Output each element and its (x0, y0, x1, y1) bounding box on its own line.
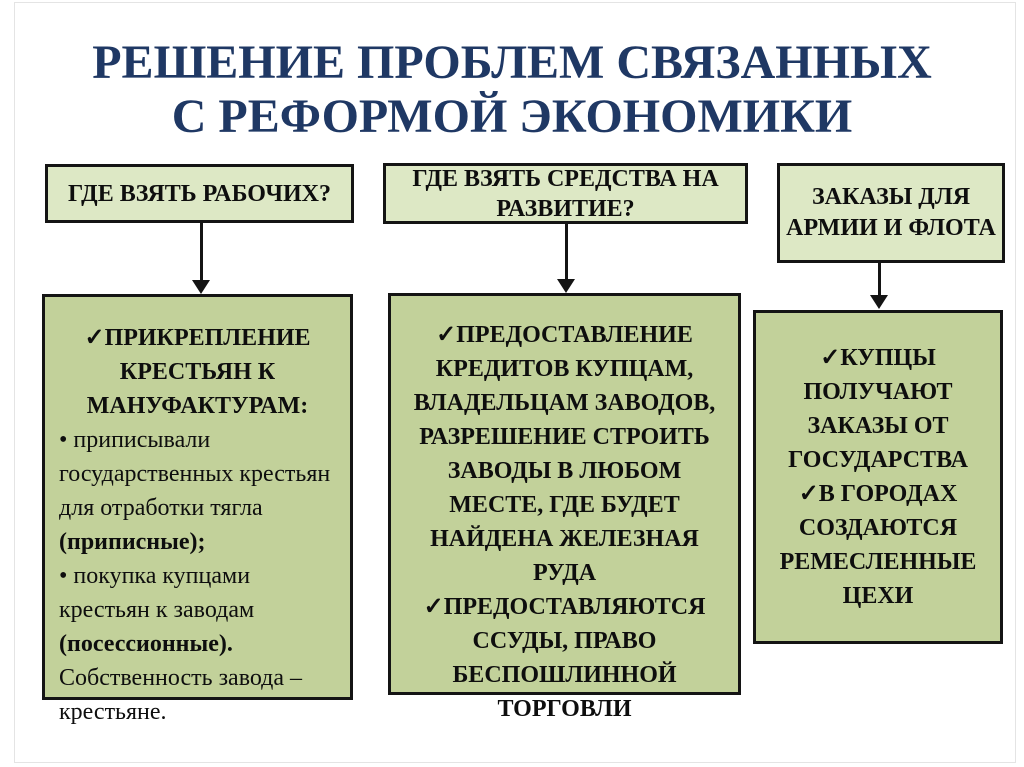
bullet-1-text: • приписывали государственных крестьян д… (59, 427, 331, 521)
header-box-army-orders-label: ЗАКАЗЫ ДЛЯ АРМИИ И ФЛОТА (786, 184, 996, 241)
content-box-workers: ✓ПРИКРЕПЛЕНИЕ КРЕСТЬЯН К МАНУФАКТУРАМ: •… (42, 294, 353, 725)
header-box-funds-label: ГДЕ ВЗЯТЬ СРЕДСТВА НА РАЗВИТИЕ? (412, 165, 719, 222)
arrow-down-icon-army-orders (869, 262, 889, 309)
bullet-1-term: (приписные); (59, 529, 206, 555)
slide-title: РЕШЕНИЕ ПРОБЛЕМ СВЯЗАННЫХ С РЕФОРМОЙ ЭКО… (0, 36, 1024, 144)
arrow-down-icon-funds (556, 223, 576, 293)
content-funds-item-1: ✓ПРЕДОСТАВЛЕНИЕ КРЕДИТОВ КУПЦАМ, ВЛАДЕЛЬ… (413, 322, 716, 586)
arrow-down-icon-workers (191, 222, 211, 294)
content-workers-bullet-2: • покупка купцами крестьян к заводам (по… (59, 559, 336, 661)
arrow-head (192, 280, 210, 294)
content-box-funds: ✓ПРЕДОСТАВЛЕНИЕ КРЕДИТОВ КУПЦАМ, ВЛАДЕЛЬ… (388, 293, 741, 722)
content-workers-note: Собственность завода – крестьяне. (59, 665, 303, 725)
content-workers-bullet-1: • приписывали государственных крестьян д… (59, 423, 336, 559)
content-army-item-1: ✓КУПЦЫ ПОЛУЧАЮТ ЗАКАЗЫ ОТ ГОСУДАРСТВА (788, 345, 968, 473)
title-line-1: РЕШЕНИЕ ПРОБЛЕМ СВЯЗАННЫХ (92, 36, 932, 89)
content-army-item-2: ✓В ГОРОДАХ СОЗДАЮТСЯ РЕМЕСЛЕННЫЕ ЦЕХИ (779, 481, 977, 609)
header-box-funds: ГДЕ ВЗЯТЬ СРЕДСТВА НА РАЗВИТИЕ? (383, 163, 748, 224)
bullet-2-text: • покупка купцами крестьян к заводам (59, 563, 255, 623)
title-line-2: С РЕФОРМОЙ ЭКОНОМИКИ (171, 90, 853, 143)
arrow-shaft (877, 262, 881, 295)
arrow-head (557, 279, 575, 293)
content-box-army-orders: ✓КУПЦЫ ПОЛУЧАЮТ ЗАКАЗЫ ОТ ГОСУДАРСТВА ✓В… (753, 310, 1003, 644)
header-box-workers: ГДЕ ВЗЯТЬ РАБОЧИХ? (45, 164, 354, 223)
header-box-workers-label: ГДЕ ВЗЯТЬ РАБОЧИХ? (68, 180, 331, 207)
content-workers-heading: ✓ПРИКРЕПЛЕНИЕ КРЕСТЬЯН К МАНУФАКТУРАМ: (84, 325, 311, 419)
arrow-shaft (199, 222, 203, 280)
content-funds-item-2: ✓ПРЕДОСТАВЛЯЮТСЯ ССУДЫ, ПРАВО БЕСПОШЛИНН… (423, 594, 706, 722)
header-box-army-orders: ЗАКАЗЫ ДЛЯ АРМИИ И ФЛОТА (777, 163, 1005, 263)
arrow-head (870, 295, 888, 309)
arrow-shaft (564, 223, 568, 279)
bullet-2-term: (посессионные). (59, 631, 233, 657)
